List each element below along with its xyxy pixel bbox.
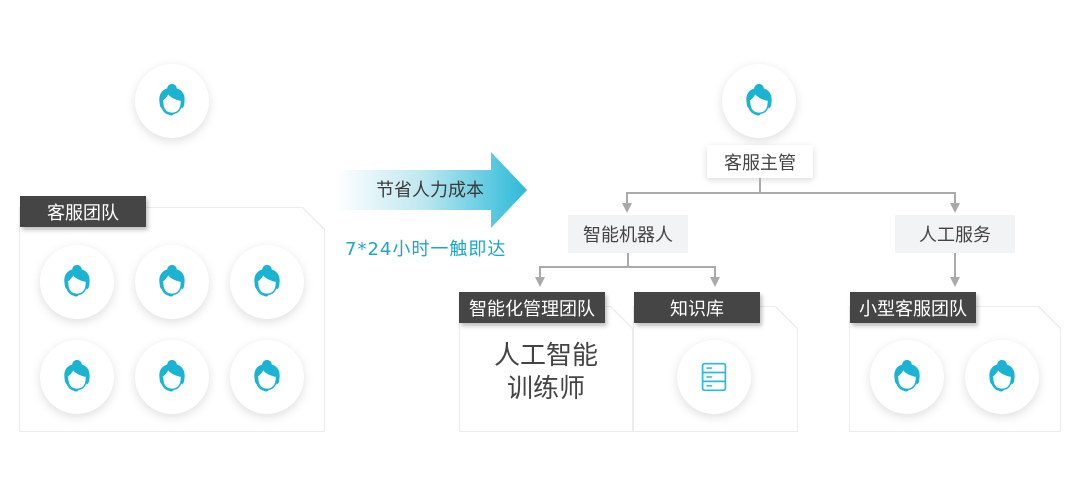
- arrow-down-icon: [950, 277, 960, 287]
- customer-service-agent-icon: [983, 358, 1021, 396]
- smart-management-team-card: [460, 307, 632, 431]
- knowledge-base-badge: [677, 340, 751, 414]
- connector: [759, 178, 761, 193]
- knowledge-base-tag: 知识库: [634, 292, 760, 323]
- connector: [627, 253, 629, 266]
- customer-service-agent-icon: [248, 358, 286, 396]
- ai-trainer-line2: 训练师: [506, 374, 585, 404]
- arrow-label: 节省人力成本: [376, 180, 484, 201]
- connector: [954, 192, 956, 204]
- arrow-down-icon: [950, 203, 960, 213]
- arrow-down-icon: [535, 277, 545, 287]
- supervisor-avatar: [722, 64, 796, 138]
- customer-service-agent-icon: [248, 263, 286, 301]
- small-team-tag: 小型客服团队: [850, 292, 976, 323]
- connector: [954, 253, 956, 278]
- arrow-down-icon: [710, 277, 720, 287]
- connector: [714, 266, 716, 278]
- team-member-avatar: [135, 245, 209, 319]
- customer-service-agent-icon: [153, 82, 191, 120]
- smart-management-team-tag: 智能化管理团队: [459, 292, 605, 323]
- customer-service-agent-icon: [153, 263, 191, 301]
- connector: [539, 266, 716, 268]
- team-member-avatar: [40, 245, 114, 319]
- human-service-node: 人工服务: [895, 215, 1015, 253]
- connector: [626, 192, 628, 204]
- connector: [539, 266, 541, 278]
- customer-service-agent-icon: [740, 82, 778, 120]
- customer-service-agent-icon: [888, 358, 926, 396]
- supervisor-node: 客服主管: [707, 145, 813, 178]
- team-member-avatar: [40, 340, 114, 414]
- availability-tagline: 7*24小时一触即达: [345, 239, 507, 260]
- arrow-down-icon: [622, 203, 632, 213]
- customer-service-agent-icon: [58, 263, 96, 301]
- connector: [626, 192, 956, 194]
- customer-service-agent-icon: [58, 358, 96, 396]
- ai-trainer-line1: 人工智能: [493, 341, 598, 371]
- team-member-avatar: [230, 340, 304, 414]
- team-tag: 客服团队: [20, 196, 146, 227]
- team-member-avatar: [135, 340, 209, 414]
- team-member-avatar: [870, 340, 944, 414]
- smart-robot-node: 智能机器人: [568, 215, 688, 253]
- team-member-avatar: [230, 245, 304, 319]
- database-icon: [701, 362, 727, 392]
- transition-arrow-icon: [335, 152, 527, 228]
- supervisor-avatar: [135, 64, 209, 138]
- team-member-avatar: [965, 340, 1039, 414]
- customer-service-agent-icon: [153, 358, 191, 396]
- ai-trainer-text: 人工智能 训练师: [460, 340, 632, 406]
